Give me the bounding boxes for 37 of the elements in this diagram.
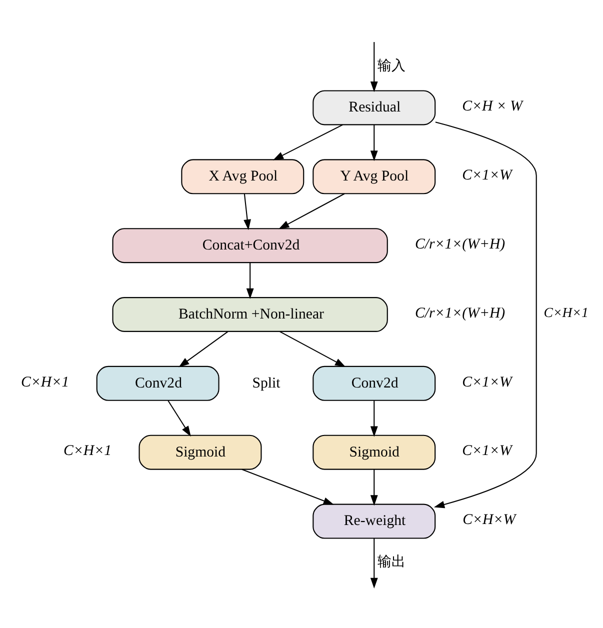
node-label: C×H×1: [21, 374, 70, 390]
arrow: [242, 468, 334, 504]
node-label: C/r×1×(W+H): [414, 236, 506, 252]
arrow: [278, 192, 345, 229]
node-label: C×H×W: [462, 512, 516, 528]
node-label: C×H × W: [462, 98, 523, 114]
node-box: Sigmoid: [138, 434, 262, 470]
arrow: [272, 124, 343, 160]
arrow: [178, 330, 228, 367]
node-box: X Avg Pool: [181, 158, 304, 194]
node-box: BatchNorm +Non-linear: [112, 296, 388, 332]
arrow: [370, 400, 378, 436]
node-label: C×1×W: [462, 167, 512, 184]
node-label: C×1×W: [462, 374, 512, 390]
node-box: Conv2d: [312, 365, 436, 400]
arrow: [370, 469, 378, 506]
node-box: Residual: [312, 90, 436, 125]
edge-label: C×H×1: [544, 304, 588, 320]
node-box: Re-weight: [312, 503, 436, 538]
arrow: [370, 42, 378, 92]
arrow: [370, 538, 378, 588]
node-label: C×1×W: [462, 442, 512, 459]
arrow: [434, 121, 537, 508]
edge-label: 输出: [378, 554, 406, 569]
node-box: Y Avg Pool: [312, 158, 436, 194]
arrow: [370, 124, 378, 161]
label: Split: [252, 374, 280, 391]
edge-label: 输入: [378, 57, 406, 72]
arrow: [246, 262, 254, 299]
arrow: [280, 330, 346, 367]
node-box: Sigmoid: [312, 434, 436, 470]
arrow: [244, 193, 251, 230]
arrow: [168, 400, 191, 436]
node-box: Conv2d: [96, 365, 220, 400]
node-label: C×H×1: [63, 442, 112, 459]
node-label: C/r×1×(W+H): [414, 304, 506, 321]
node-box: Concat+Conv2d: [112, 228, 388, 263]
